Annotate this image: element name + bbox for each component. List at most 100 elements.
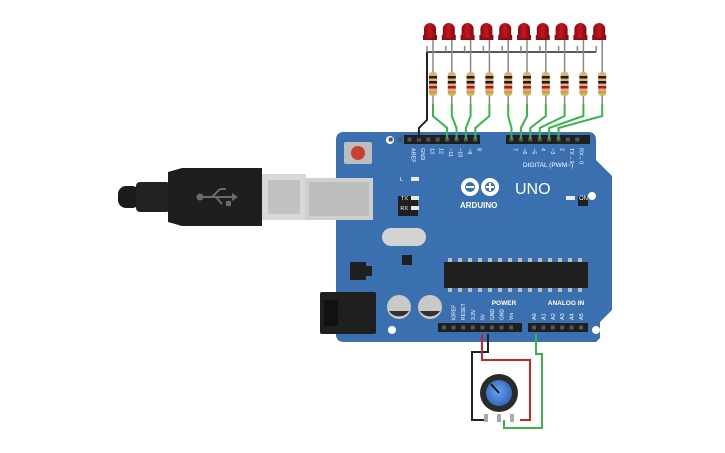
- usb-chip: [398, 196, 418, 216]
- red-led[interactable]: [424, 23, 436, 38]
- voltage-regulator-tab: [366, 266, 372, 276]
- resistor-band: [579, 91, 588, 94]
- led-label-l: L: [400, 177, 403, 183]
- pin-hole[interactable]: [473, 137, 478, 142]
- chip-pin: [488, 288, 492, 292]
- pin-hole[interactable]: [575, 137, 580, 142]
- chip-pin: [448, 288, 452, 292]
- chip-pin: [468, 288, 472, 292]
- red-led[interactable]: [480, 23, 493, 38]
- pin-hole[interactable]: [416, 137, 421, 142]
- signal-wire: [450, 104, 458, 139]
- reset-button[interactable]: [351, 146, 365, 160]
- pin-hole[interactable]: [470, 325, 475, 330]
- chip-pin: [538, 288, 542, 292]
- pot-leg: [484, 414, 488, 422]
- chip-pin: [478, 288, 482, 292]
- red-led[interactable]: [536, 23, 549, 38]
- pin-hole[interactable]: [537, 137, 542, 142]
- pin-hole[interactable]: [518, 137, 523, 142]
- analog-header: [528, 323, 588, 332]
- usb-cable[interactable]: [118, 168, 306, 226]
- chip-pin: [458, 288, 462, 292]
- chip-pin: [568, 288, 572, 292]
- resistor-band: [560, 86, 569, 89]
- top-pin-label: 7: [512, 148, 518, 151]
- on-label: ON: [579, 196, 588, 202]
- pin-hole[interactable]: [509, 325, 514, 330]
- resistor-band: [541, 76, 550, 79]
- bottom-pin-holes: [442, 325, 583, 330]
- resistor-band: [485, 81, 494, 84]
- pin-hole[interactable]: [532, 325, 536, 330]
- pin-hole[interactable]: [528, 137, 533, 142]
- top-pin-label: RX←0: [577, 148, 583, 164]
- resistor-band: [466, 81, 475, 84]
- red-led[interactable]: [518, 23, 530, 38]
- usb-cable-ribs: [136, 182, 170, 212]
- pin-hole[interactable]: [490, 325, 494, 330]
- crystal-oscillator: [382, 228, 426, 246]
- pin-hole[interactable]: [556, 137, 561, 142]
- chip-pin: [548, 288, 552, 292]
- pot-leg: [510, 414, 514, 422]
- pin-hole[interactable]: [550, 325, 555, 330]
- top-pin-label: GND: [419, 148, 425, 160]
- pin-hole[interactable]: [509, 137, 514, 142]
- pin-hole[interactable]: [398, 137, 403, 142]
- pin-hole[interactable]: [499, 325, 504, 330]
- power-on-led: [566, 196, 575, 200]
- red-led[interactable]: [593, 23, 606, 38]
- resistor-band: [579, 81, 588, 84]
- mounting-hole: [588, 192, 596, 200]
- pin-hole[interactable]: [547, 137, 552, 142]
- pin-hole[interactable]: [451, 325, 456, 330]
- pot-leg: [497, 414, 501, 422]
- top-pin-label: 4: [540, 148, 546, 151]
- red-led[interactable]: [499, 23, 512, 38]
- pin-hole[interactable]: [445, 137, 450, 142]
- red-led[interactable]: [461, 23, 474, 38]
- pin-hole[interactable]: [442, 325, 446, 330]
- resistor-band: [504, 86, 513, 89]
- analog-pin-label: A4: [570, 313, 576, 320]
- chip-pin: [498, 258, 502, 262]
- pin-hole[interactable]: [560, 325, 565, 330]
- chip-pin: [538, 258, 542, 262]
- digital-header-label: DIGITAL (PWM~): [523, 162, 573, 169]
- pin-hole[interactable]: [388, 137, 393, 142]
- top-pin-label: ~11: [447, 148, 453, 157]
- resistor-band: [579, 86, 588, 89]
- pin-hole[interactable]: [435, 137, 440, 142]
- pin-hole[interactable]: [480, 325, 485, 330]
- led-label-tx: TX: [401, 196, 408, 202]
- pin-hole[interactable]: [565, 137, 570, 142]
- potentiometer[interactable]: [480, 374, 518, 422]
- chip-pin: [558, 288, 562, 292]
- led-l-indicator: [411, 177, 419, 181]
- chip-pin: [468, 258, 472, 262]
- pin-hole[interactable]: [454, 137, 459, 142]
- pin-hole[interactable]: [569, 325, 574, 330]
- red-led[interactable]: [442, 23, 455, 38]
- power-pin-label: 3.3V: [471, 309, 477, 320]
- chip-pin: [578, 288, 582, 292]
- chip-pin: [518, 258, 522, 262]
- power-header-label: POWER: [492, 300, 517, 307]
- red-led[interactable]: [555, 23, 568, 38]
- pin-hole[interactable]: [463, 137, 468, 142]
- small-chip: [578, 196, 588, 206]
- red-led[interactable]: [574, 23, 587, 38]
- pin-hole[interactable]: [579, 325, 583, 330]
- pin-hole[interactable]: [426, 137, 431, 142]
- pin-hole[interactable]: [461, 325, 466, 330]
- pin-hole[interactable]: [407, 137, 412, 142]
- pin-hole[interactable]: [541, 325, 546, 330]
- analog-pin-label: A3: [560, 313, 566, 320]
- power-pin-label: GND: [500, 309, 506, 321]
- knob-indicator: [490, 383, 500, 394]
- resistor-band: [541, 91, 550, 94]
- small-chip: [402, 255, 412, 265]
